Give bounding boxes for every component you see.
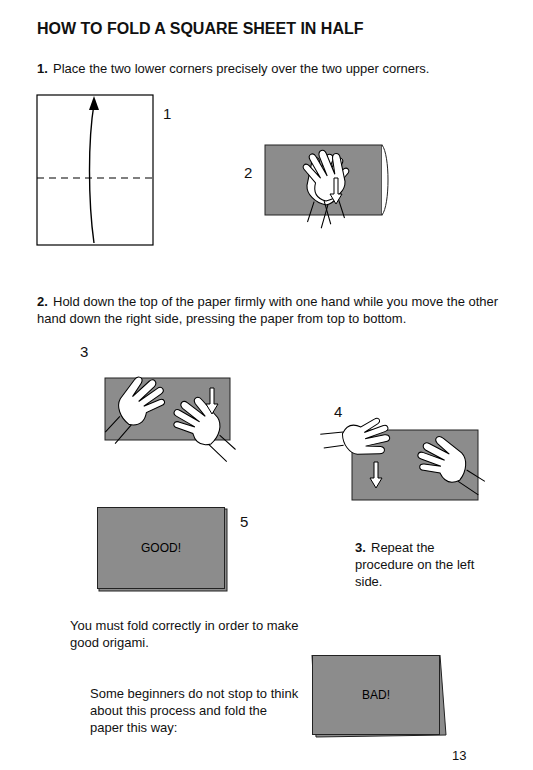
page-title: HOW TO FOLD A SQUARE SHEET IN HALF xyxy=(37,20,364,38)
paper-sheet: GOOD! xyxy=(97,507,225,589)
instruction-text: Place the two lower corners precisely ov… xyxy=(37,61,517,78)
figure-number: 2 xyxy=(244,163,264,183)
page-number: 13 xyxy=(452,748,482,765)
instruction-text: Repeat the procedure on the left side. xyxy=(355,540,485,591)
figure-number: 3 xyxy=(80,342,100,362)
paper-square xyxy=(37,95,153,245)
paper-sheet xyxy=(312,655,446,737)
note-text: You must fold correctly in order to make… xyxy=(70,618,300,652)
figure-number: 5 xyxy=(240,512,260,532)
figure-number: 1 xyxy=(163,104,183,124)
figure-number: 4 xyxy=(334,402,354,422)
instruction-text: Hold down the top of the paper firmly wi… xyxy=(37,294,519,328)
folding-paper xyxy=(90,369,249,462)
folding-paper xyxy=(319,412,494,500)
paper-label: BAD! xyxy=(362,688,390,702)
folding-paper xyxy=(265,142,388,229)
paper-label: GOOD! xyxy=(141,541,181,555)
paper-sheet: BAD! xyxy=(312,655,440,735)
note-text: Some beginners do not stop to think abou… xyxy=(90,686,300,737)
